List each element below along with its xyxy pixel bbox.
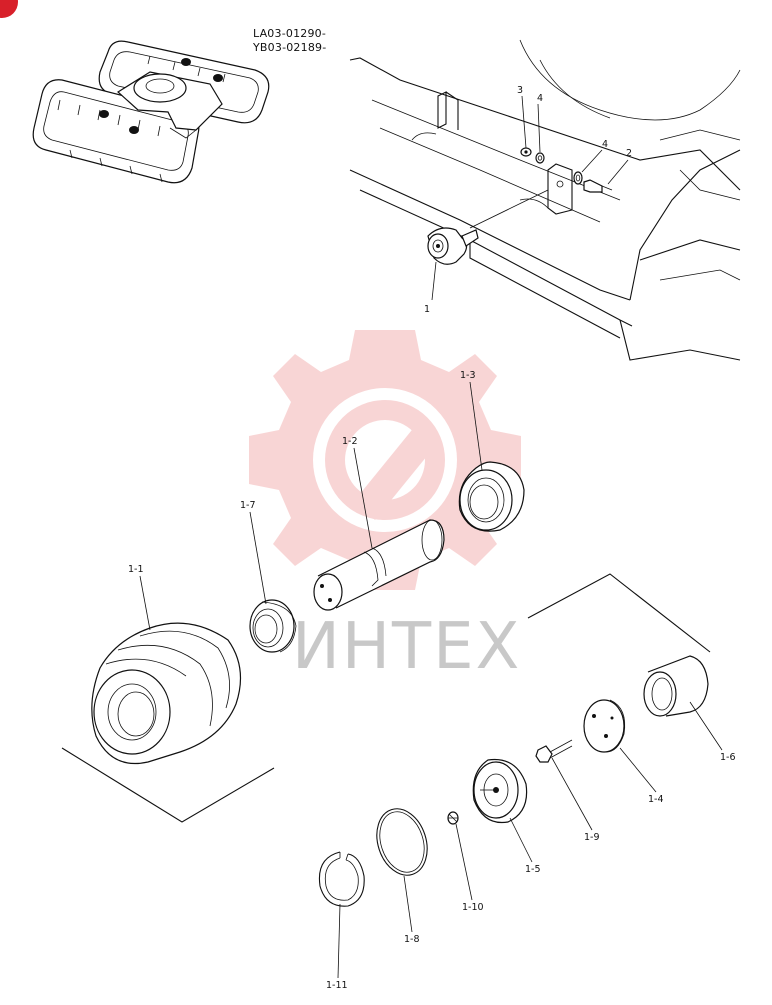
part-label-2: 2	[626, 148, 632, 159]
part-label-4b: 4	[602, 139, 608, 150]
part-label-1-4: 1-4	[648, 794, 664, 805]
undercarriage-overview	[32, 40, 270, 184]
part-label-1-3: 1-3	[460, 370, 476, 381]
leader-lines	[139, 381, 723, 979]
cap-screw	[535, 739, 573, 763]
part-label-1-11: 1-11	[326, 980, 348, 991]
seal-ring	[249, 599, 297, 653]
part-label-1-1: 1-1	[128, 564, 144, 575]
serial-range-1: LA03-01290-	[253, 27, 326, 40]
shaft	[313, 519, 445, 611]
bracket-1-1	[61, 747, 275, 823]
roller-body	[91, 622, 242, 765]
end-cap	[472, 758, 528, 824]
part-label-1-7: 1-7	[240, 500, 256, 511]
cover-plate	[583, 699, 626, 753]
bracket-1-4-1-6	[527, 573, 711, 653]
seal-housing	[458, 461, 525, 532]
part-label-1-6: 1-6	[720, 752, 736, 763]
part-label-1-5: 1-5	[525, 864, 541, 875]
part-label-3: 3	[517, 85, 523, 96]
part-label-1-9: 1-9	[584, 832, 600, 843]
part-label-1-2: 1-2	[342, 436, 358, 447]
corner-badge	[0, 0, 18, 18]
serial-range-2: YB03-02189-	[252, 41, 326, 54]
o-ring	[376, 808, 428, 876]
part-label-1-10: 1-10	[462, 902, 484, 913]
bushing	[643, 655, 709, 717]
part-label-1: 1	[424, 304, 430, 315]
part-label-1-8: 1-8	[404, 934, 420, 945]
part-label-4a: 4	[537, 93, 543, 104]
plug	[447, 811, 459, 825]
track-frame-drawing	[349, 39, 741, 361]
watermark-text: ИНТЕХ	[292, 610, 521, 684]
snap-ring	[318, 851, 365, 907]
watermark-gear-icon	[249, 330, 521, 590]
